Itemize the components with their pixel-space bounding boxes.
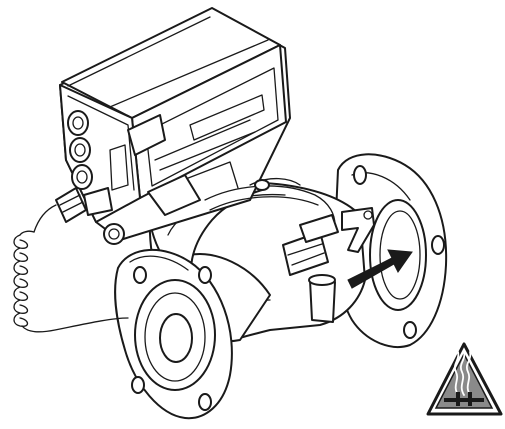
bolt-hole (198, 393, 212, 411)
immersion-sensor (33, 187, 125, 245)
bolt-hole (131, 376, 145, 394)
cable-glands (67, 110, 93, 190)
terminal-area (109, 94, 265, 216)
bolt-hole (133, 266, 147, 284)
bolt-hole (198, 266, 212, 284)
bolt-hole (353, 165, 367, 185)
sensor-mount-clamp (282, 207, 375, 276)
left-flange (114, 249, 233, 420)
hot-surface-warning-icon (426, 342, 503, 416)
coiled-cable (13, 230, 129, 333)
direction-arrow-icon (347, 249, 413, 289)
bolt-hole (403, 321, 417, 339)
sensor-cables (204, 177, 336, 226)
bolt-hole (431, 235, 445, 255)
